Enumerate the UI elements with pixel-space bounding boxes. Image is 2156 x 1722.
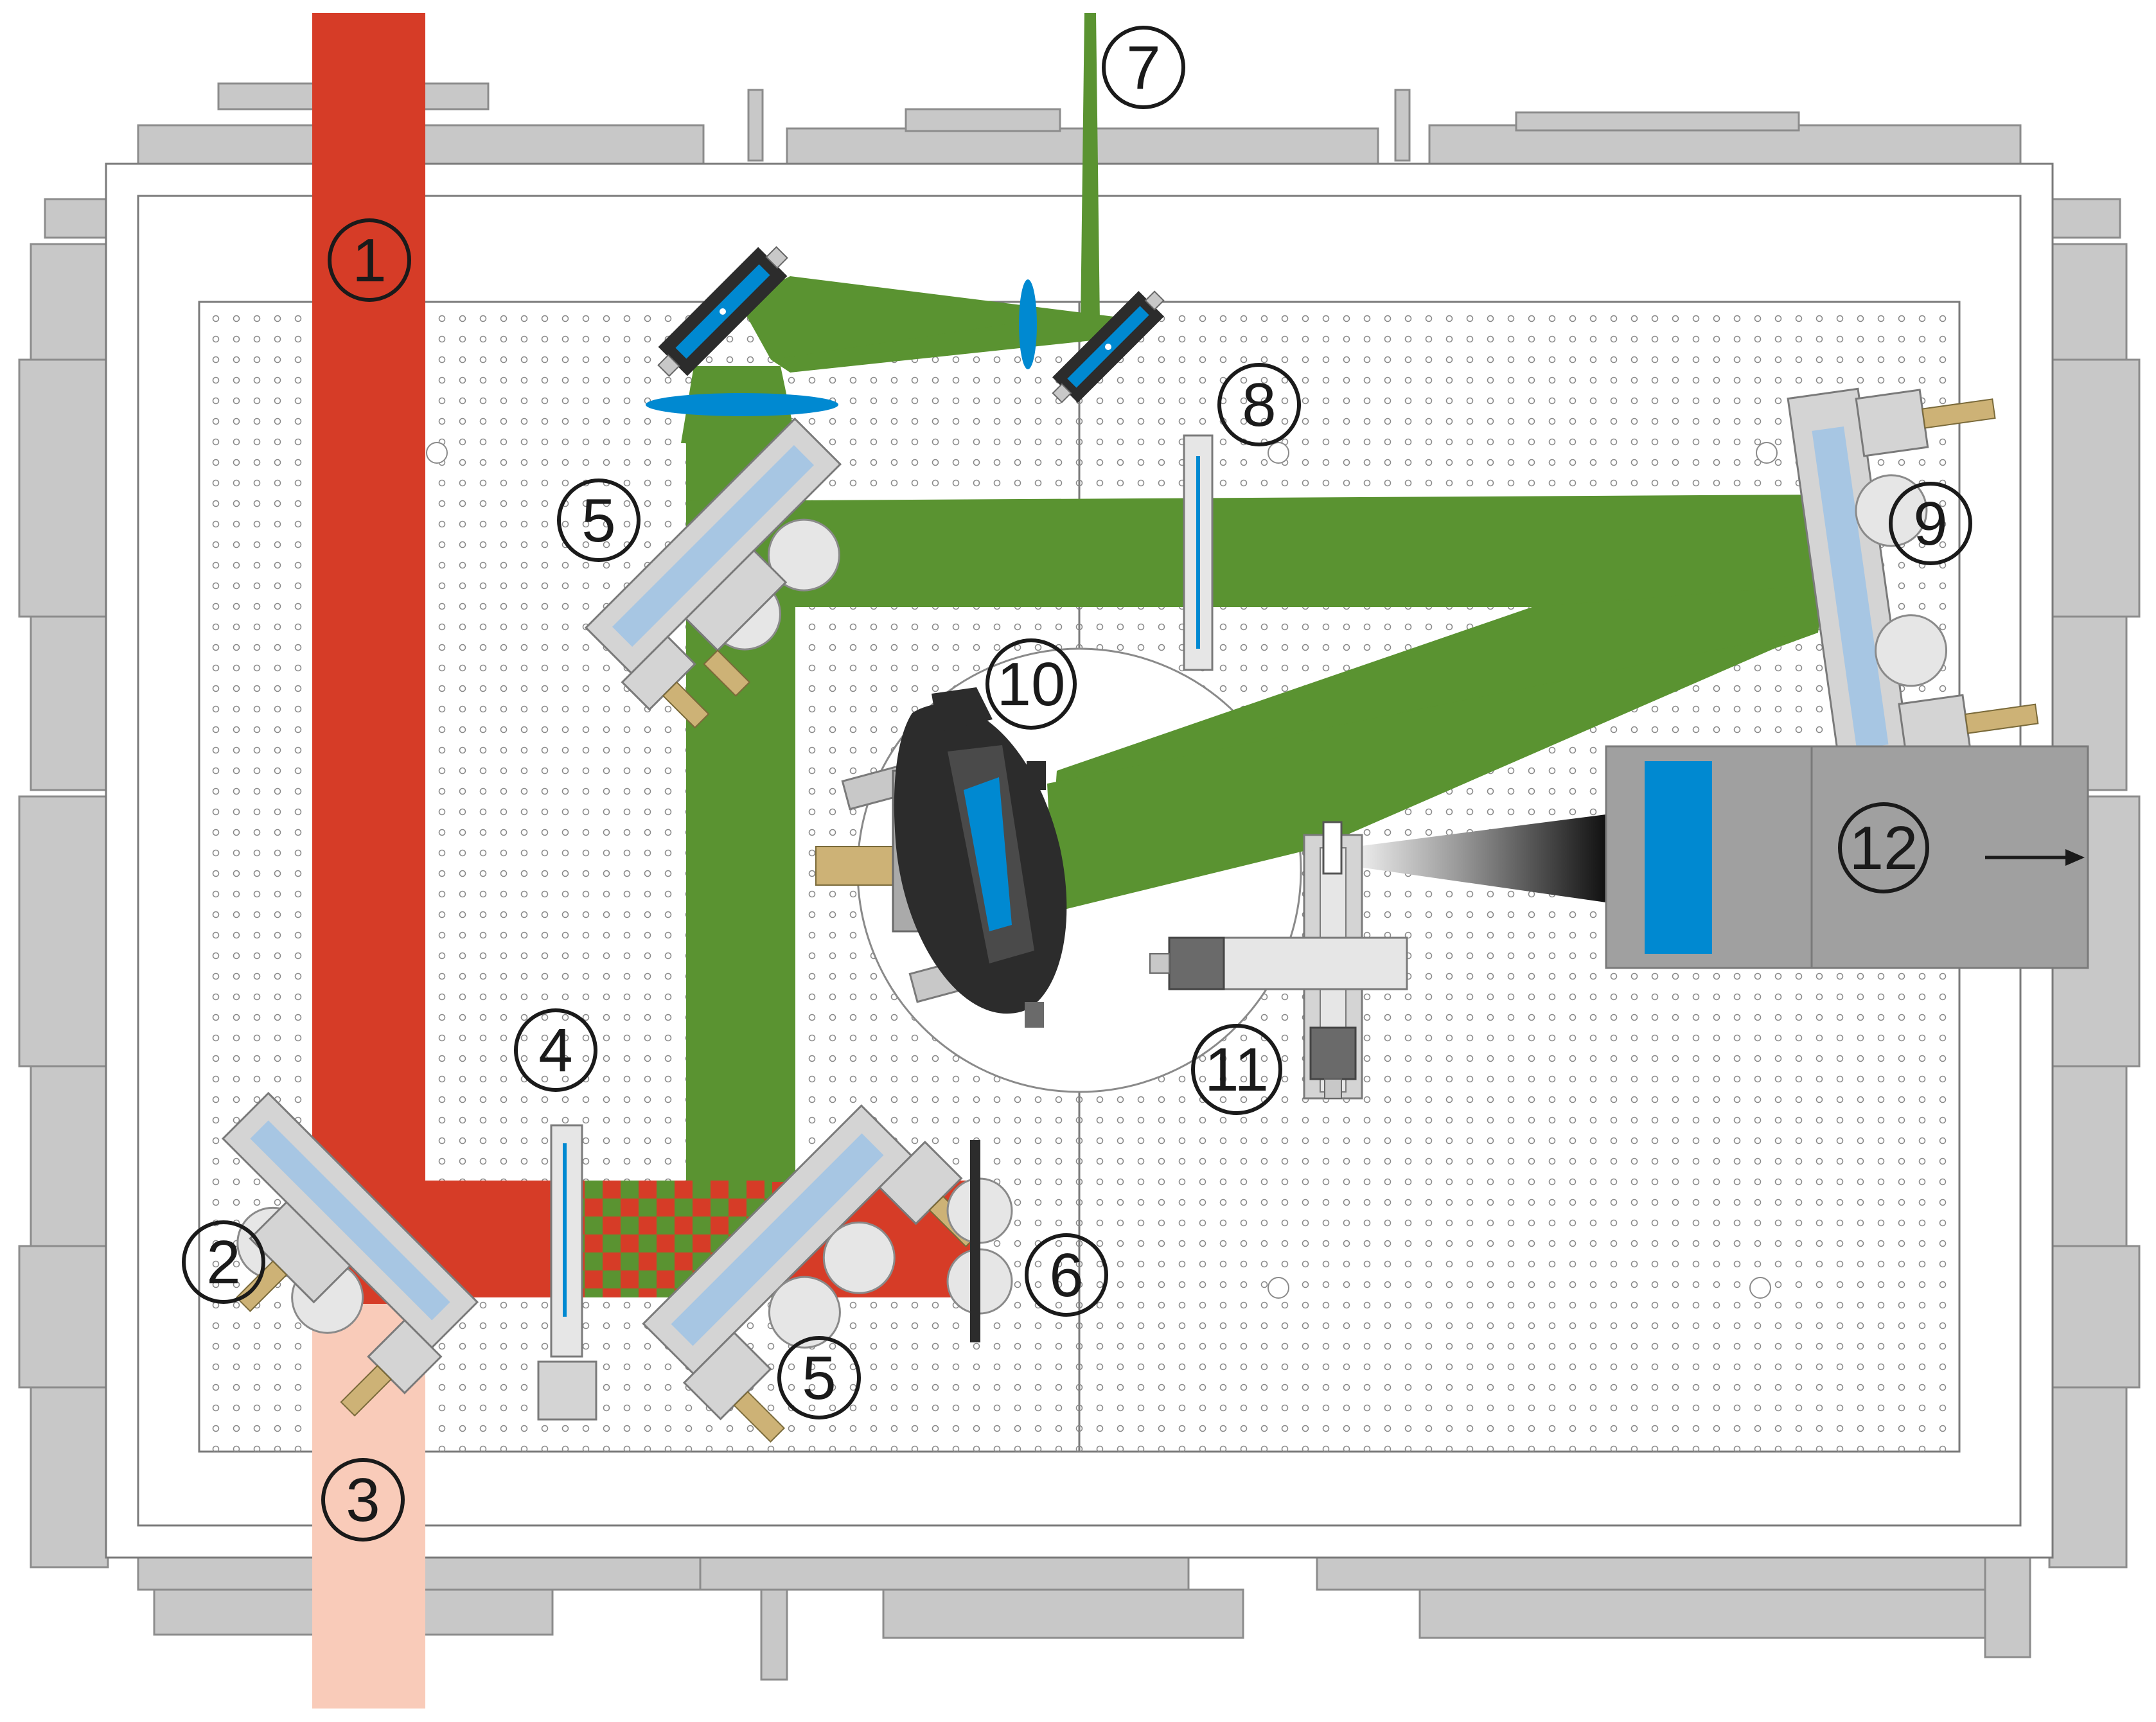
callout-c1: 1 xyxy=(328,218,411,302)
xray-cone xyxy=(1336,814,1606,902)
callout-c11: 11 xyxy=(1191,1024,1282,1115)
off-axis-parabola xyxy=(815,687,1067,1028)
steering-mirror-upper xyxy=(584,417,842,729)
input-green-beam xyxy=(1081,13,1100,321)
callout-c9: 9 xyxy=(1889,482,1972,565)
telescope-lens-large xyxy=(646,393,838,416)
green-beam-cross-2 xyxy=(771,321,1092,373)
callout-number: 5 xyxy=(581,486,615,555)
callout-circle xyxy=(1102,26,1185,109)
callout-c5b: 5 xyxy=(777,1336,861,1419)
callout-number: 10 xyxy=(997,650,1066,719)
filter-plate xyxy=(1183,434,1214,671)
telescope-mirror-left xyxy=(657,246,788,377)
callout-circle xyxy=(1191,1024,1282,1115)
dichroic-mirror xyxy=(221,1091,479,1417)
callout-number: 11 xyxy=(1205,1035,1269,1104)
telescope-lens-small xyxy=(1019,279,1037,369)
callout-c10: 10 xyxy=(985,638,1077,730)
beam-dump xyxy=(946,1140,1013,1342)
callout-c6: 6 xyxy=(1025,1233,1108,1317)
green-beam-to-target xyxy=(1047,629,1818,912)
callout-number: 12 xyxy=(1850,814,1918,883)
callout-circle xyxy=(514,1008,597,1092)
green-beam-horizontal xyxy=(686,495,1818,642)
right-arrow-icon xyxy=(1985,849,2085,866)
chamber-wall-segments xyxy=(18,82,2141,1681)
target-holder xyxy=(1149,821,1408,1100)
callout-number: 2 xyxy=(206,1228,240,1297)
waveplate xyxy=(537,1124,597,1421)
callout-circle xyxy=(1889,482,1972,565)
callout-number: 6 xyxy=(1049,1241,1083,1310)
callout-circle xyxy=(557,479,641,562)
callout-circle xyxy=(321,1458,405,1542)
callout-number: 3 xyxy=(346,1466,380,1534)
callout-number: 8 xyxy=(1242,371,1276,439)
callout-circle xyxy=(1838,802,1929,893)
callout-circle xyxy=(182,1220,265,1304)
callout-circle xyxy=(985,638,1077,730)
callout-number: 4 xyxy=(538,1016,572,1085)
callout-c8: 8 xyxy=(1217,363,1301,446)
callout-c7: 7 xyxy=(1102,26,1185,109)
incoming-laser-beam xyxy=(312,13,425,1304)
callout-circle xyxy=(777,1336,861,1419)
callout-number: 5 xyxy=(802,1344,836,1412)
callout-circle xyxy=(1217,363,1301,446)
callout-c2: 2 xyxy=(182,1220,265,1304)
diffraction-grating xyxy=(1787,387,2039,788)
callout-number: 9 xyxy=(1913,489,1947,558)
callout-c4: 4 xyxy=(514,1008,597,1092)
callout-c5a: 5 xyxy=(557,479,641,562)
callout-number: 7 xyxy=(1126,33,1160,102)
callout-circle xyxy=(328,218,411,302)
callout-circle xyxy=(1025,1233,1108,1317)
telescope-mirror-right xyxy=(1052,290,1165,403)
callout-c3: 3 xyxy=(321,1458,405,1542)
callout-c12: 12 xyxy=(1838,802,1929,893)
callout-number: 1 xyxy=(352,226,386,295)
